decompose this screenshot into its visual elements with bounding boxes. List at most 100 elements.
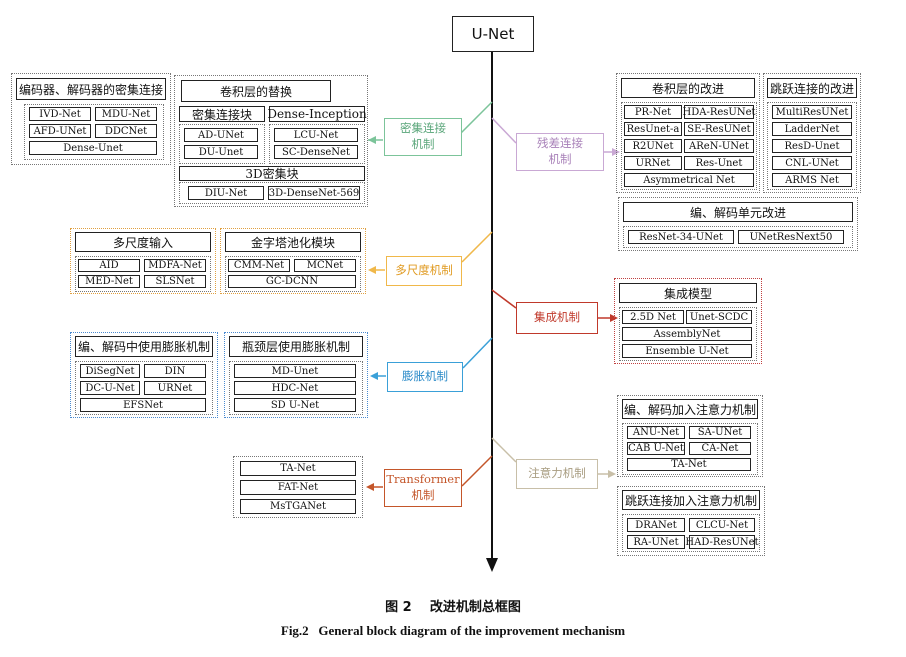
model-dc-u-net: DC-U-Net bbox=[80, 381, 140, 395]
mechanism-dense: 密集连接 机制 bbox=[384, 118, 462, 156]
dilation-branch bbox=[462, 337, 493, 369]
transformer-arrow bbox=[366, 483, 374, 491]
model-slsnet: SLSNet bbox=[144, 275, 206, 288]
model-dense-unet: Dense-Unet bbox=[29, 141, 157, 155]
model-cmm-net: CMM-Net bbox=[228, 259, 290, 272]
model-3d-densenet-569: 3D-DenseNet-569 bbox=[268, 186, 360, 200]
model-mstganet: MsTGANet bbox=[240, 499, 356, 514]
unet-root-box: U-Net bbox=[452, 16, 534, 52]
subgroup-dense3d-title: 3D密集块 bbox=[179, 166, 365, 181]
model-cnl-unet: CNL-UNet bbox=[772, 156, 852, 170]
model-arms-net: ARMS Net bbox=[772, 173, 852, 187]
model-ivd-net: IVD-Net bbox=[29, 107, 91, 121]
group-title: 卷积层的替换 bbox=[181, 80, 331, 102]
group-transformer-models: TA-Net FAT-Net MsTGANet bbox=[233, 456, 363, 518]
model-gc-dcnn: GC-DCNN bbox=[228, 275, 356, 288]
model-clcu-net: CLCU-Net bbox=[689, 518, 755, 532]
model-mdfa-net: MDFA-Net bbox=[144, 259, 206, 272]
main-axis-arrowhead bbox=[486, 558, 498, 572]
group-title: 跳跃连接的改进 bbox=[767, 78, 857, 98]
model-resunet-a: ResUnet-a bbox=[624, 122, 682, 136]
mechanism-attention: 注意力机制 bbox=[516, 459, 598, 489]
model-res-unet: Res-Unet bbox=[684, 156, 754, 170]
model-se-resunet: SE-ResUNet bbox=[684, 122, 754, 136]
model-laddernet: LadderNet bbox=[772, 122, 852, 136]
model-hda-resunet: HDA-ResUNet bbox=[682, 105, 756, 119]
model-sd-u-net: SD U-Net bbox=[234, 398, 356, 412]
group-title: 卷积层的改进 bbox=[621, 78, 755, 98]
model-ra-unet: RA-UNet bbox=[627, 535, 685, 549]
dense-arrow bbox=[368, 136, 376, 144]
model-mdu-net: MDU-Net bbox=[95, 107, 157, 121]
model-diu-net: DIU-Net bbox=[188, 186, 264, 200]
model-urnet-dilation: URNet bbox=[144, 381, 206, 395]
model-unetresnext50: UNetResNext50 bbox=[738, 230, 844, 244]
model-din: DIN bbox=[144, 364, 206, 378]
model-ensemble-unet: Ensemble U-Net bbox=[622, 344, 752, 358]
group-title: 瓶颈层使用膨胀机制 bbox=[229, 336, 363, 357]
group-skip-improve: 跳跃连接的改进 MultiResUNet LadderNet ResD-Unet… bbox=[763, 73, 861, 193]
mechanism-ensemble: 集成机制 bbox=[516, 302, 598, 334]
residual-branch bbox=[491, 117, 517, 144]
model-md-unet: MD-Unet bbox=[234, 364, 356, 378]
figure-caption-cn: 图 2 改进机制总框图 bbox=[385, 600, 521, 615]
group-multiscale-input: 多尺度输入 AID MDFA-Net MED-Net SLSNet bbox=[70, 228, 216, 294]
model-sc-densenet: SC-DenseNet bbox=[274, 145, 358, 159]
model-du-unet: DU-Unet bbox=[184, 145, 258, 159]
model-lcu-net: LCU-Net bbox=[274, 128, 358, 142]
model-hdc-net: HDC-Net bbox=[234, 381, 356, 395]
group-bottleneck-dilation: 瓶颈层使用膨胀机制 MD-Unet HDC-Net SD U-Net bbox=[224, 332, 368, 418]
mechanism-dilation: 膨胀机制 bbox=[387, 362, 463, 392]
model-ddcnet: DDCNet bbox=[95, 124, 157, 138]
model-ad-unet: AD-UNet bbox=[184, 128, 258, 142]
ensemble-branch bbox=[491, 289, 517, 309]
group-title: 编、解码单元改进 bbox=[623, 202, 853, 222]
model-dranet: DRANet bbox=[627, 518, 685, 532]
attention-arrow bbox=[608, 470, 616, 478]
model-disegnet: DiSegNet bbox=[80, 364, 140, 378]
group-title: 编码器、解码器的密集连接 bbox=[16, 78, 166, 100]
group-title: 金字塔池化模块 bbox=[225, 232, 361, 252]
dilation-arrow bbox=[370, 372, 378, 380]
group-encdec-unit: 编、解码单元改进 ResNet-34-UNet UNetResNext50 bbox=[618, 197, 858, 251]
transformer-branch bbox=[461, 455, 493, 487]
model-assemblynet: AssemblyNet bbox=[622, 327, 752, 341]
model-multiresunet: MultiResUNet bbox=[772, 105, 852, 119]
mechanism-residual: 残差连接 机制 bbox=[516, 133, 604, 171]
group-conv-improve: 卷积层的改进 PR-Net HDA-ResUNet ResUnet-a SE-R… bbox=[616, 73, 760, 193]
mechanism-transformer: Transformer 机制 bbox=[384, 469, 462, 507]
multiscale-branch bbox=[461, 231, 493, 263]
model-asymmetrical-net: Asymmetrical Net bbox=[624, 173, 754, 187]
model-fat-net: FAT-Net bbox=[240, 480, 356, 495]
model-urnet: URNet bbox=[624, 156, 682, 170]
group-encdec-dilation: 编、解码中使用膨胀机制 DiSegNet DIN DC-U-Net URNet … bbox=[70, 332, 218, 418]
model-anu-net: ANU-Net bbox=[627, 426, 685, 439]
group-skip-attention: 跳跃连接加入注意力机制 DRANet CLCU-Net RA-UNet HAD-… bbox=[617, 486, 765, 556]
group-title: 跳跃连接加入注意力机制 bbox=[622, 490, 760, 510]
model-med-net: MED-Net bbox=[78, 275, 140, 288]
attention-branch bbox=[491, 437, 517, 463]
mechanism-multiscale: 多尺度机制 bbox=[386, 256, 462, 286]
group-conv-replace: 卷积层的替换 密集连接块 Dense-Inception AD-UNet DU-… bbox=[174, 75, 368, 207]
subgroup-dense-inception-title: Dense-Inception bbox=[267, 106, 367, 122]
model-2-5d-net: 2.5D Net bbox=[622, 310, 684, 324]
group-pyramid-pool: 金字塔池化模块 CMM-Net MCNet GC-DCNN bbox=[220, 228, 366, 294]
model-sa-unet: SA-UNet bbox=[689, 426, 751, 439]
model-r2unet: R2UNet bbox=[624, 139, 682, 153]
group-enc-dec-dense: 编码器、解码器的密集连接 IVD-Net MDU-Net AFD-UNet DD… bbox=[11, 73, 171, 165]
model-pr-net: PR-Net bbox=[624, 105, 682, 119]
dense-branch bbox=[460, 101, 493, 134]
group-title: 编、解码中使用膨胀机制 bbox=[75, 336, 213, 357]
group-title: 编、解码加入注意力机制 bbox=[622, 399, 758, 419]
group-title: 集成模型 bbox=[619, 283, 757, 303]
model-cab-unet: CAB U-Net bbox=[627, 442, 685, 455]
model-aid: AID bbox=[78, 259, 140, 272]
group-title: 多尺度输入 bbox=[75, 232, 211, 252]
model-mcnet: MCNet bbox=[294, 259, 356, 272]
model-ta-net-attention: TA-Net bbox=[627, 458, 751, 471]
model-unet-scdc: Unet-SCDC bbox=[686, 310, 752, 324]
model-ta-net-transformer: TA-Net bbox=[240, 461, 356, 476]
model-had-resunet: HAD-ResUNet bbox=[685, 535, 759, 549]
group-ensemble-model: 集成模型 2.5D Net Unet-SCDC AssemblyNet Ense… bbox=[614, 278, 762, 364]
